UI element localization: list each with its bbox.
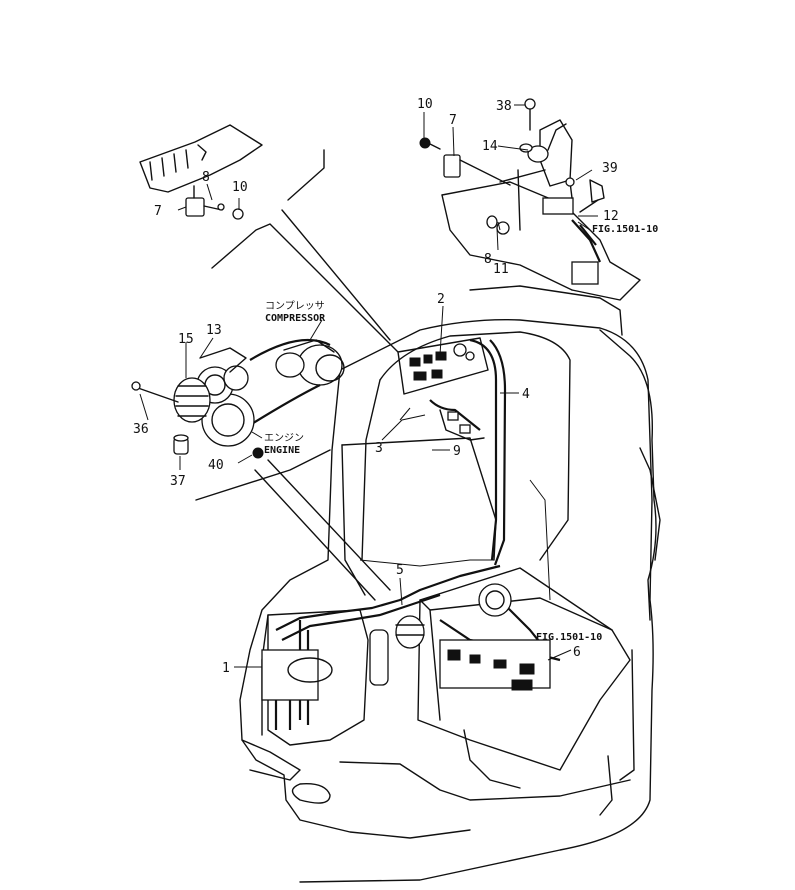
controller-box-6: [395, 583, 551, 691]
fig-ref-top: FIG.1501-10: [592, 224, 658, 235]
engine-label-en: ENGINE: [264, 445, 300, 456]
callout-15: 15: [178, 332, 194, 347]
callout-2: 2: [437, 292, 445, 307]
callout-39: 39: [602, 161, 618, 176]
inset-upper-right: [419, 98, 641, 336]
engine-label-jp: エンジン: [264, 433, 304, 444]
callout-38: 38: [496, 99, 512, 114]
callout-13: 13: [206, 323, 222, 338]
inset-upper-left: [139, 124, 263, 220]
fig-ref-mid: FIG.1501-10: [536, 632, 602, 643]
callout-10-left: 10: [232, 180, 248, 195]
relay-block-1: [261, 629, 389, 701]
callout-37: 37: [170, 474, 186, 489]
compressor-label-en: COMPRESSOR: [265, 313, 326, 324]
callout-3: 3: [375, 441, 383, 456]
callout-14: 14: [482, 139, 498, 154]
inset-engine: [131, 149, 399, 601]
callout-8-right: 8: [484, 252, 492, 267]
callout-36: 36: [133, 422, 149, 437]
callout-7-left: 7: [154, 204, 162, 219]
callout-1: 1: [222, 661, 230, 676]
compressor-label-jp: コンプレッサ: [265, 300, 325, 312]
callout-leaders: [139, 104, 598, 668]
callout-9: 9: [453, 444, 461, 459]
callout-40: 40: [208, 458, 224, 473]
callout-11: 11: [493, 262, 509, 277]
callout-10-right: 10: [417, 97, 433, 112]
cab-frame: [239, 319, 661, 883]
callout-12: 12: [603, 209, 619, 224]
dash-panel: [397, 337, 489, 441]
callout-4: 4: [522, 387, 530, 402]
callout-7-right: 7: [449, 113, 457, 128]
text-labels: コンプレッサ COMPRESSOR エンジン ENGINE FIG.1501-1…: [264, 224, 658, 643]
callout-6: 6: [573, 645, 581, 660]
callout-8-left: 8: [202, 170, 210, 185]
callout-5: 5: [396, 563, 404, 578]
callout-numbers: 1 2 3 4 5 6 7 7 8 8 9 10 10 11 12 13 14 …: [133, 97, 619, 676]
